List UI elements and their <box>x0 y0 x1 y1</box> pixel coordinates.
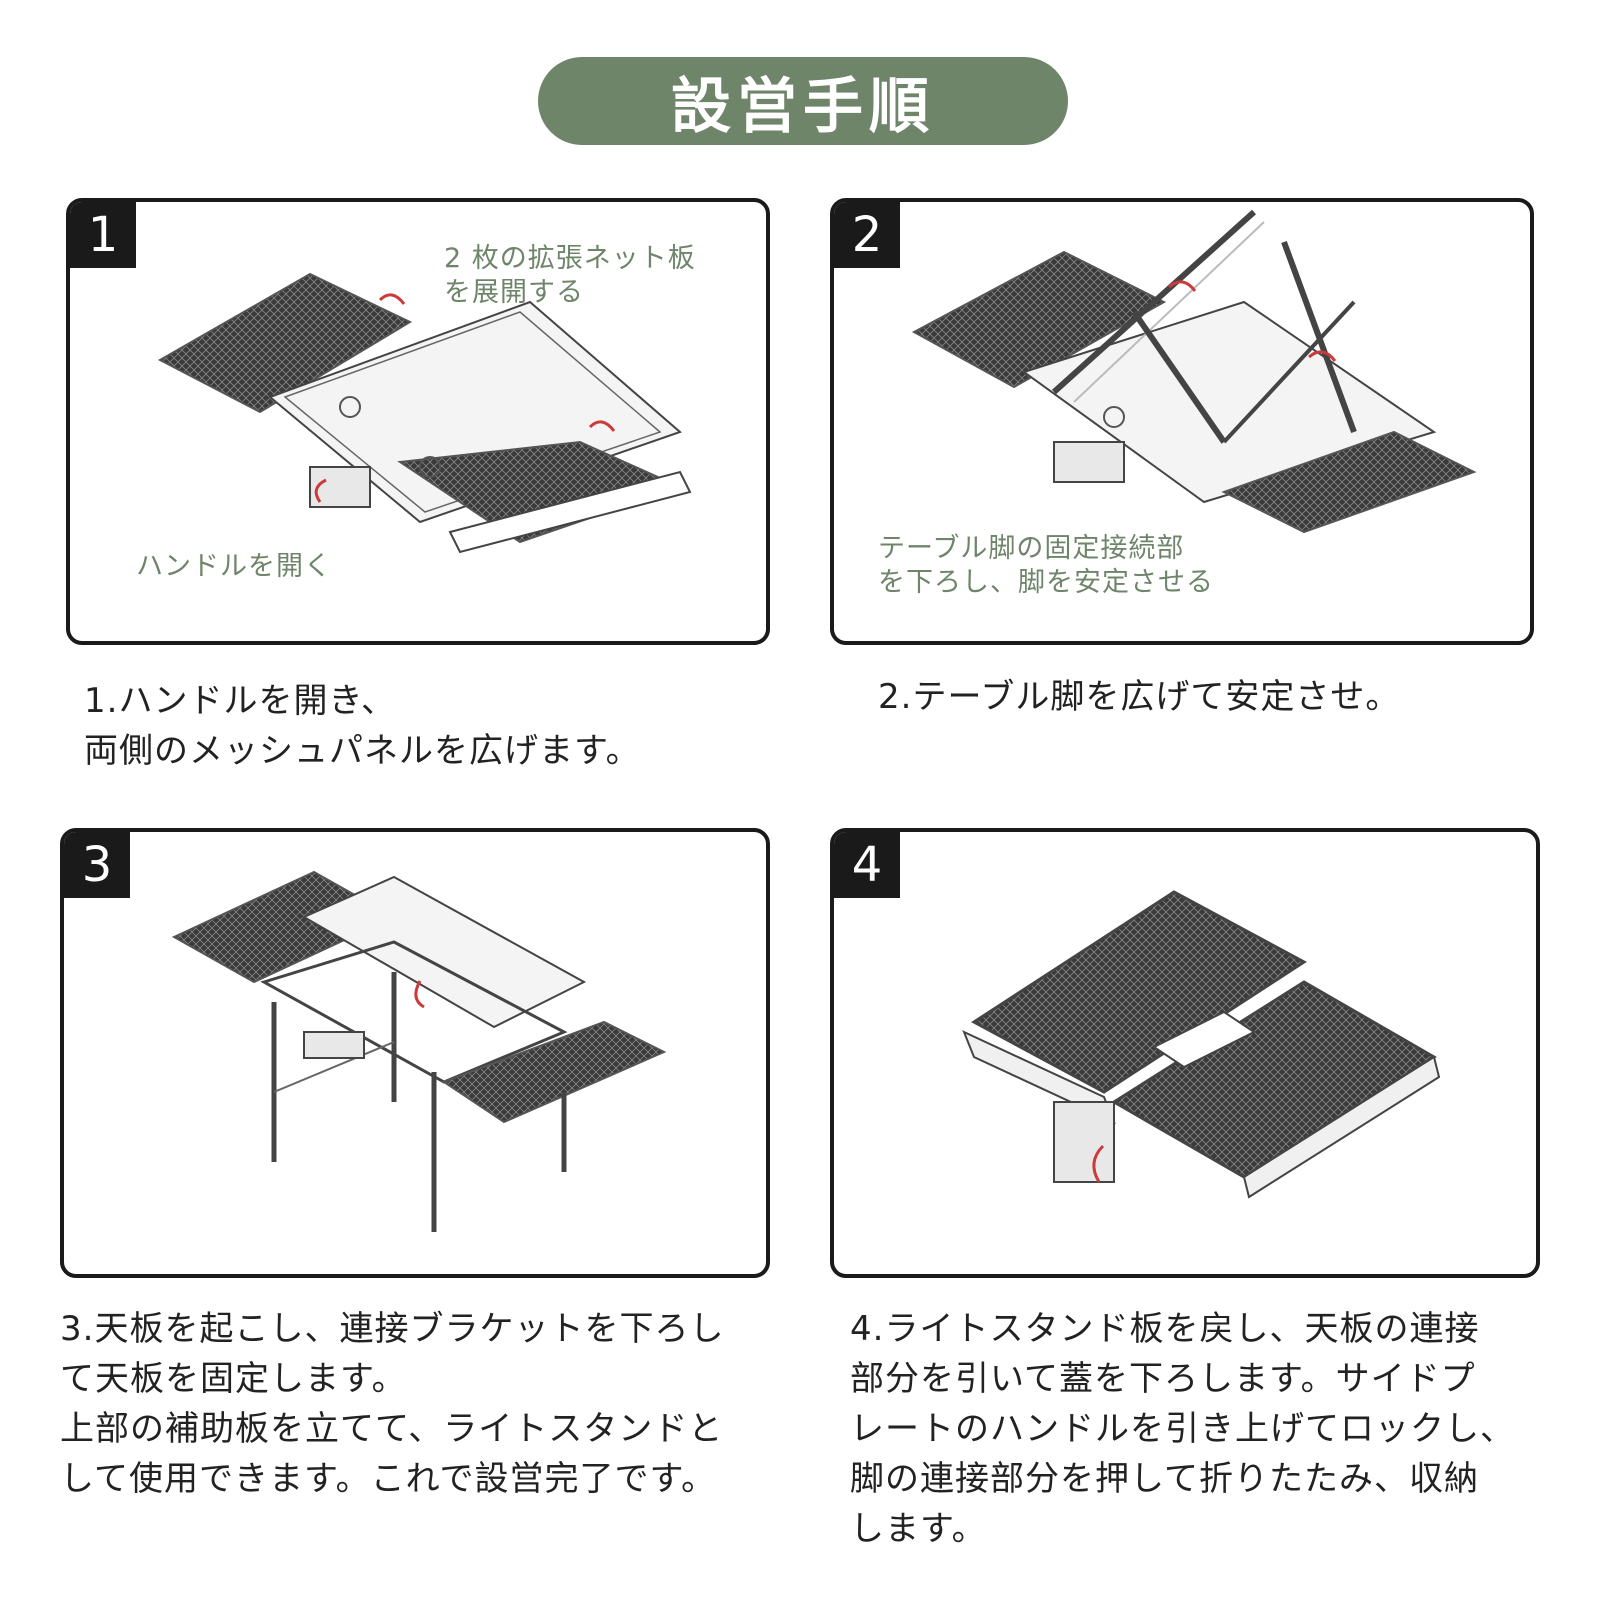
step-4-panel: 4 <box>830 828 1540 1278</box>
step-2-note-legs: テーブル脚の固定接続部 を下ろし、脚を安定させる <box>878 532 1214 600</box>
page-title: 設営手順 <box>671 58 935 145</box>
step-1-number: 1 <box>70 202 136 268</box>
step-1-caption: 1.ハンドルを開き、 両側のメッシュパネルを広げます。 <box>84 676 784 776</box>
step-3-number: 3 <box>64 832 130 898</box>
title-banner: 設営手順 <box>538 57 1068 145</box>
step-4-illustration <box>834 832 1540 1278</box>
step-2-panel: 2 テーブル脚の固定接続部 を下ろし、脚を安定させる <box>830 198 1534 645</box>
step-3-panel: 3 <box>60 828 770 1278</box>
step-2-number: 2 <box>834 202 900 268</box>
step-1-panel: 1 2 枚の拡張ネット板 を展開する ハンドルを開く <box>66 198 770 645</box>
step-3-caption: 3.天板を起こし、連接ブラケットを下ろし て天板を固定します。 上部の補助板を立… <box>60 1304 790 1504</box>
step-2-caption: 2.テーブル脚を広げて安定させ。 <box>878 672 1558 722</box>
step-1-note-net: 2 枚の拡張ネット板 を展開する <box>444 242 696 310</box>
step-3-illustration <box>64 832 770 1278</box>
step-4-caption: 4.ライトスタンド板を戻し、天板の連接 部分を引いて蓋を下ろします。サイドプ レ… <box>850 1304 1590 1554</box>
step-4-number: 4 <box>834 832 900 898</box>
step-1-note-handle: ハンドルを開く <box>136 550 332 584</box>
